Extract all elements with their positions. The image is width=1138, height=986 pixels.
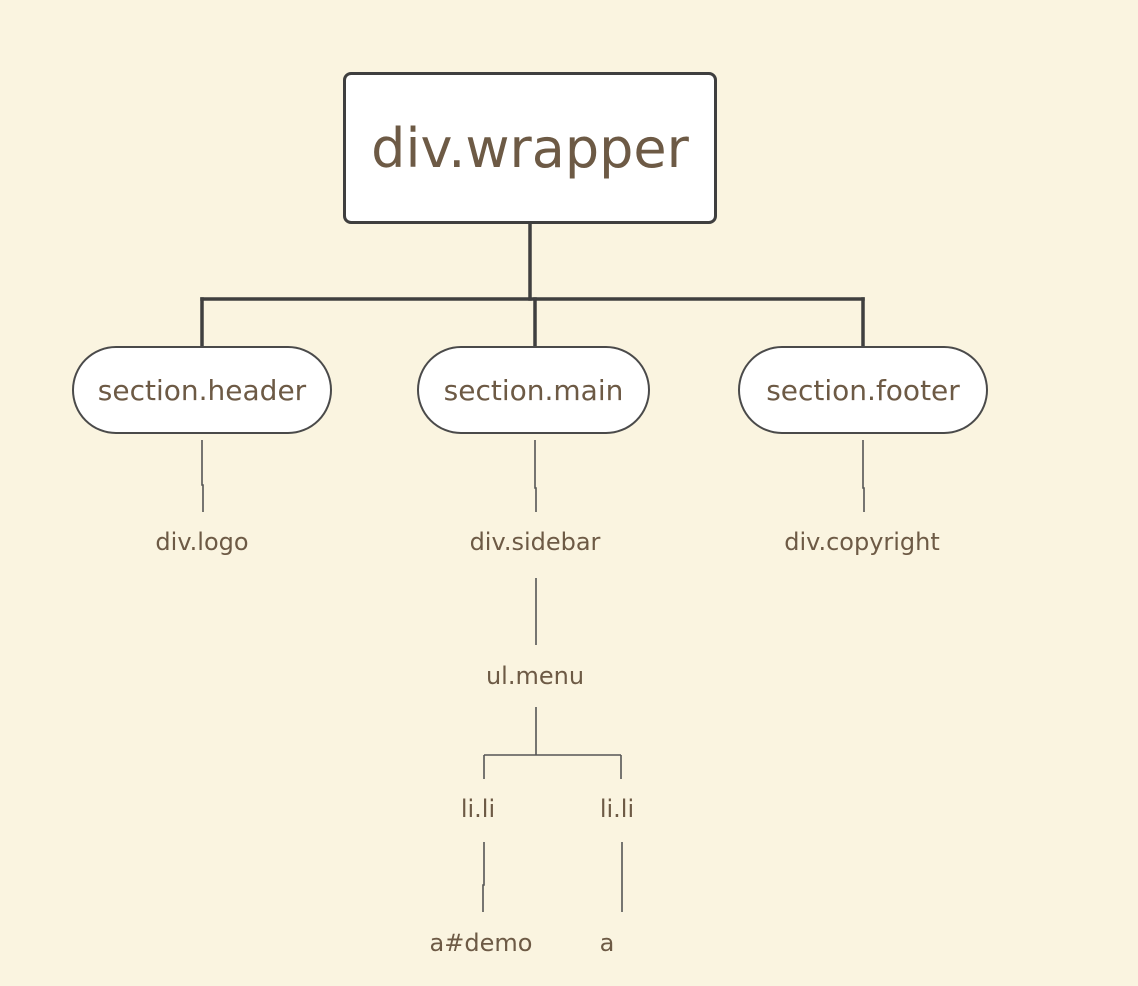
leaf-node-copyright: div.copyright	[784, 528, 940, 556]
connector-footer-copyright	[862, 440, 865, 512]
leaf-node-anchor: a	[599, 929, 615, 957]
connector-header-logo	[201, 440, 204, 512]
section-node-header: section.header	[72, 346, 332, 434]
leaf-node-logo: div.logo	[155, 528, 249, 556]
connector-main-sidebar	[534, 440, 537, 512]
section-node-footer: section.footer	[738, 346, 988, 434]
node-menu: ul.menu	[485, 662, 585, 690]
leaf-node-anchor-demo: a#demo	[429, 929, 533, 957]
section-node-main: section.main	[417, 346, 650, 434]
node-li-first: li.li	[460, 795, 496, 823]
connector-li1-demo	[482, 842, 485, 912]
root-node-wrapper: div.wrapper	[343, 72, 717, 224]
node-sidebar: div.sidebar	[469, 528, 601, 556]
node-li-second: li.li	[599, 795, 635, 823]
